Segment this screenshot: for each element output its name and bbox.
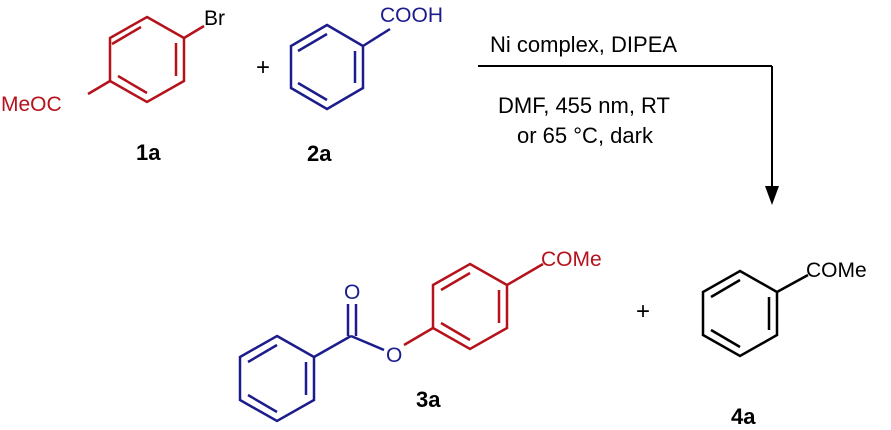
ring-3a-blue xyxy=(238,334,316,423)
double-bond xyxy=(247,393,278,414)
double-bond xyxy=(710,328,741,349)
carbonyl-oxygen: O xyxy=(344,281,360,304)
product-3a-aryl xyxy=(403,262,544,351)
label-2a: 2a xyxy=(307,141,332,166)
double-bond xyxy=(111,25,142,46)
double-bond xyxy=(297,32,328,53)
substituent-br: Br xyxy=(204,7,225,30)
ring-3a-red xyxy=(431,262,509,351)
double-bond xyxy=(247,343,278,364)
ether-oxygen: O xyxy=(386,344,402,367)
label-4a: 4a xyxy=(731,404,756,429)
double-bond xyxy=(297,81,328,102)
bond-ring-ester xyxy=(87,79,111,96)
product-4a-structure xyxy=(701,269,809,358)
substituent-meoc: MeOC xyxy=(1,93,62,116)
arrow-head xyxy=(765,186,779,205)
label-3a: 3a xyxy=(416,387,441,412)
substituent-come-4a: COMe xyxy=(806,259,867,282)
double-bond xyxy=(440,321,471,342)
condition-line-2: or 65 °C, dark xyxy=(517,123,654,148)
double-bond xyxy=(710,278,741,299)
bond-ring-cooh xyxy=(362,27,391,48)
bond-c-br xyxy=(183,24,205,40)
substituent-cooh: COOH xyxy=(380,4,443,27)
double-bond xyxy=(117,74,148,95)
plus-sign-1: + xyxy=(256,54,270,81)
reactant-1a-structure xyxy=(87,15,205,104)
double-bond xyxy=(440,271,471,292)
ring-2a xyxy=(289,23,365,111)
label-1a: 1a xyxy=(136,140,161,165)
reaction-arrow xyxy=(478,65,779,205)
ring-1a xyxy=(108,15,186,104)
plus-sign-2: + xyxy=(636,298,650,325)
condition-reagents: Ni complex, DIPEA xyxy=(490,32,677,57)
substituent-come-3a: COMe xyxy=(541,248,602,271)
reactant-2a-structure xyxy=(289,23,391,111)
ring-4a xyxy=(701,269,779,358)
condition-line-1: DMF, 455 nm, RT xyxy=(498,93,670,118)
product-3a-benzoyl xyxy=(238,304,385,423)
